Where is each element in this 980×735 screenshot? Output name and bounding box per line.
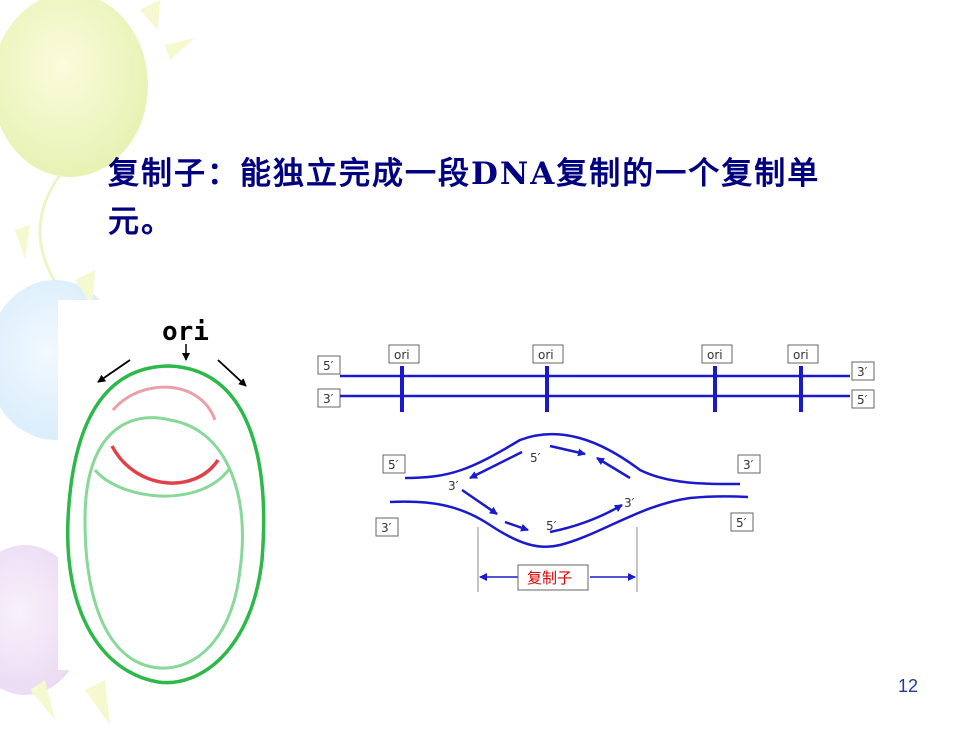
balloon-yellow — [0, 0, 148, 177]
bubble-right-top-label: 3′ — [743, 458, 754, 472]
fork-arrow-left — [97, 359, 131, 383]
bubble-left-top-label: 5′ — [388, 458, 399, 472]
origin-4: ori — [787, 344, 819, 412]
bubble-right-bottom-label: 5′ — [736, 516, 747, 530]
bubble-left-bottom-label: 3′ — [381, 521, 392, 535]
page-number: 12 — [898, 676, 919, 696]
origin-label: ori — [707, 348, 723, 362]
replication-bubble-inner — [93, 467, 232, 498]
origin-1: ori — [388, 344, 420, 412]
outer-circle — [65, 364, 266, 685]
bubble-upper-strand — [404, 432, 741, 486]
origin-label: ori — [394, 348, 410, 362]
origin-label: ori — [793, 348, 809, 362]
leading-arrow-upper-right — [549, 444, 586, 457]
fork-arrow-right — [217, 359, 247, 387]
origin-2: ori — [532, 344, 564, 412]
inner-circle — [83, 416, 244, 670]
slide-title: 复制子：能独立完成一段DNA复制的一个复制单元。 — [108, 156, 821, 240]
lagging-arrow-lower-mid — [504, 520, 529, 532]
origin-3: ori — [701, 344, 733, 412]
circular-chromosome: ori — [58, 300, 283, 685]
inner-right-3-label: 3′ — [624, 496, 635, 510]
leading-arrow-lower-right — [549, 503, 623, 534]
origin-label: ori — [538, 348, 554, 362]
bottom-strand-left-label: 3′ — [323, 392, 334, 406]
inner-bottom-5-label: 5′ — [546, 519, 557, 533]
replication-bubble: 5′ 3′ 3′ 5′ 5′ 3′ 3′ 5′ 复制子 — [375, 432, 761, 592]
bottom-strand-right-label: 5′ — [857, 393, 868, 407]
replicon-label: 复制子 — [527, 569, 572, 587]
inner-top-5-label: 5′ — [530, 451, 541, 465]
top-strand-left-label: 5′ — [323, 359, 334, 373]
bubble-lower-strand — [389, 495, 749, 549]
top-strand-right-label: 3′ — [857, 365, 868, 379]
new-strand-light — [111, 385, 217, 421]
leading-arrow-upper-left — [469, 450, 523, 480]
new-strand-red — [110, 445, 220, 485]
lagging-arrow-upper-right — [596, 456, 631, 480]
linear-dna: 5′ 3′ 3′ 5′ ori ori ori ori — [317, 344, 875, 412]
ori-big-label: ori — [162, 317, 209, 347]
lagging-arrow-lower-left — [461, 488, 498, 516]
inner-left-3-label: 3′ — [448, 479, 459, 493]
